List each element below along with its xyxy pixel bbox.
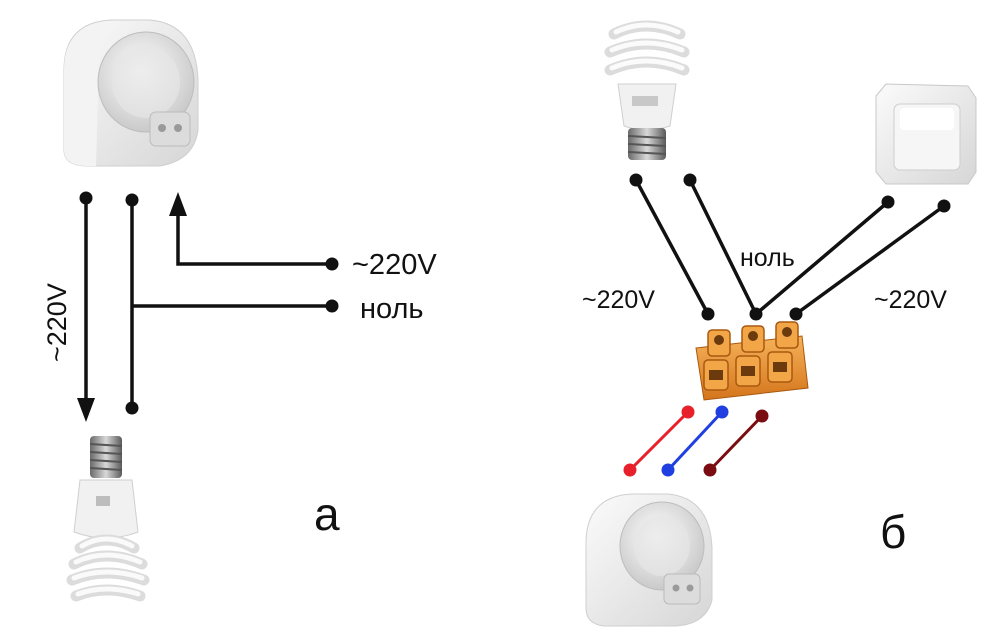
terminal-dot xyxy=(749,307,763,321)
lamp-neutral-wire xyxy=(688,179,758,315)
cfl-bulb-icon xyxy=(66,436,150,602)
neutral-label: ноль xyxy=(360,293,424,325)
switch-phase-wire xyxy=(794,204,946,316)
terminal-dot xyxy=(325,299,339,313)
panel-b: ~220V ноль ~220V б xyxy=(582,20,977,627)
terminal-dot xyxy=(683,173,697,187)
terminal-dot xyxy=(703,463,717,477)
arrow-up-icon xyxy=(169,192,187,216)
terminal-dot xyxy=(755,409,769,423)
terminal-dot xyxy=(79,191,93,205)
red-wire xyxy=(628,410,690,472)
wires-a xyxy=(77,192,332,422)
panel-letter-a: а xyxy=(314,488,340,540)
terminal-dot xyxy=(661,463,675,477)
panel-letter-b: б xyxy=(880,506,906,558)
terminal-dot xyxy=(789,307,803,321)
switch-neutral-wire xyxy=(754,200,890,316)
sensor-wire-terminals xyxy=(623,405,769,477)
phase-input-wire xyxy=(176,216,332,266)
lamp-phase-wire xyxy=(634,179,710,315)
terminals-a xyxy=(79,191,339,415)
sensor-wires xyxy=(628,410,764,472)
cfl-bulb-icon xyxy=(604,20,690,160)
terminal-dot xyxy=(881,195,895,209)
terminal-dot xyxy=(715,405,729,419)
terminal-dot xyxy=(701,307,715,321)
terminal-block-icon xyxy=(695,321,809,401)
terminal-dot xyxy=(937,199,951,213)
terminal-dot xyxy=(125,193,139,207)
right-voltage-label: ~220V xyxy=(874,286,947,314)
arrow-down-icon xyxy=(77,398,95,422)
input-voltage-label: ~220V xyxy=(352,249,437,281)
terminal-dot xyxy=(125,401,139,415)
blue-wire xyxy=(666,410,724,472)
terminal-dot xyxy=(325,257,339,271)
terminal-dot xyxy=(629,173,643,187)
neutral-label: ноль xyxy=(740,244,795,272)
panel-a: ~220V ~220V ноль а xyxy=(42,19,437,602)
wires-b xyxy=(634,179,946,316)
terminal-dot xyxy=(681,405,695,419)
wall-switch-icon xyxy=(875,83,977,185)
motion-sensor-icon xyxy=(585,493,713,627)
motion-sensor-icon xyxy=(63,19,199,167)
terminal-dot xyxy=(623,463,637,477)
vertical-voltage-label: ~220V xyxy=(42,283,72,362)
dark-red-wire xyxy=(708,414,764,472)
left-voltage-label: ~220V xyxy=(582,286,655,314)
terminals-b xyxy=(629,173,951,321)
